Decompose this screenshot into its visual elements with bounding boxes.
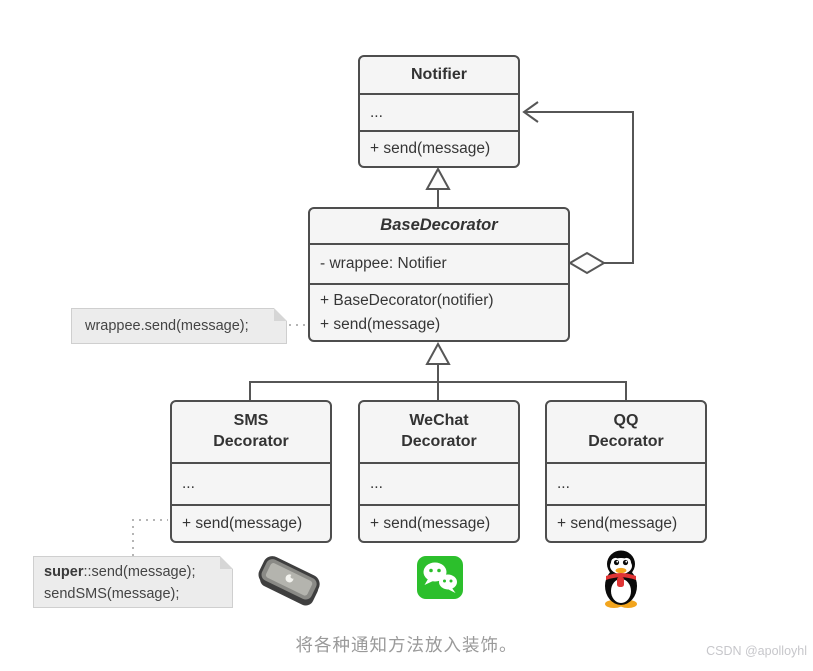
class-box-qq-decorator: QQ Decorator ... + send(message) (545, 400, 707, 543)
class-methods-notifier: + send(message) (360, 130, 518, 166)
class-name-line2: Decorator (401, 433, 477, 450)
field-wrappee: - wrappee: Notifier (320, 255, 447, 272)
class-title-basedecorator: BaseDecorator (310, 209, 568, 243)
method-send: + send(message) (370, 140, 491, 158)
class-box-sms-decorator: SMS Decorator ... + send(message) (170, 400, 332, 543)
class-methods-sms: + send(message) (172, 504, 330, 541)
method-send: + send(message) (370, 514, 491, 532)
inheritance-triangle-basedecorator (425, 341, 451, 365)
class-name-line1: WeChat (409, 412, 469, 430)
attr-ellipsis: ... (557, 475, 570, 492)
class-methods-basedecorator: + BaseDecorator(notifier) + send(message… (310, 283, 568, 340)
csdn-watermark: CSDN @apolloyhl (706, 644, 807, 658)
class-attrs-qq: ... (547, 462, 705, 504)
aggregation-arrowhead (522, 101, 539, 123)
attr-ellipsis: ... (370, 475, 383, 492)
class-name-line1: QQ (613, 412, 639, 430)
class-name-line1: SMS (233, 412, 269, 430)
class-methods-qq: + send(message) (547, 504, 705, 541)
class-methods-wechat: + send(message) (360, 504, 518, 541)
class-title-wechat-decorator: WeChat Decorator (360, 402, 518, 462)
method-send: + send(message) (557, 514, 678, 532)
attr-ellipsis: ... (370, 103, 383, 121)
class-title-notifier: Notifier (360, 57, 518, 93)
diagram-caption: 将各种通知方法放入装饰。 (295, 635, 518, 655)
class-name: BaseDecorator (380, 216, 498, 235)
class-title-sms-decorator: SMS Decorator (172, 402, 330, 462)
note-fold-corner (220, 556, 233, 569)
aggregation-line (524, 111, 634, 264)
class-attrs-notifier: ... (360, 93, 518, 130)
class-name: Notifier (411, 65, 467, 83)
aggregation-diamond (568, 251, 606, 275)
class-name-line2: Decorator (588, 433, 664, 450)
class-box-wechat-decorator: WeChat Decorator ... + send(message) (358, 400, 520, 543)
qq-penguin-icon (605, 550, 637, 608)
wechat-icon (417, 556, 463, 599)
inheritance-tree-lines (249, 364, 627, 400)
note-line-1: super::send(message); (44, 561, 222, 583)
note-fold-corner (274, 308, 287, 321)
note-text-rest: ::send(message); (83, 564, 196, 580)
note-connector-super (132, 519, 168, 556)
class-name-line2: Decorator (213, 433, 289, 450)
note-wrappee-send: wrappee.send(message); (71, 308, 287, 344)
smartphone-icon (258, 556, 320, 606)
attr-ellipsis: ... (182, 475, 195, 492)
inheritance-triangle-notifier (425, 166, 451, 190)
class-attrs-wechat: ... (360, 462, 518, 504)
method-send: + send(message) (320, 315, 441, 333)
note-line-2: sendSMS(message); (44, 586, 180, 603)
class-box-basedecorator: BaseDecorator - wrappee: Notifier + Base… (308, 207, 570, 342)
note-super-send: super::send(message); sendSMS(message); (33, 556, 233, 608)
class-title-qq-decorator: QQ Decorator (547, 402, 705, 462)
note-keyword-super: super (44, 564, 84, 580)
class-box-notifier: Notifier ... + send(message) (358, 55, 520, 168)
method-send: + send(message) (182, 514, 303, 532)
note-text: wrappee.send(message); (85, 318, 249, 334)
class-fields-basedecorator: - wrappee: Notifier (310, 243, 568, 283)
method-constructor: + BaseDecorator(notifier) (320, 292, 494, 310)
class-attrs-sms: ... (172, 462, 330, 504)
